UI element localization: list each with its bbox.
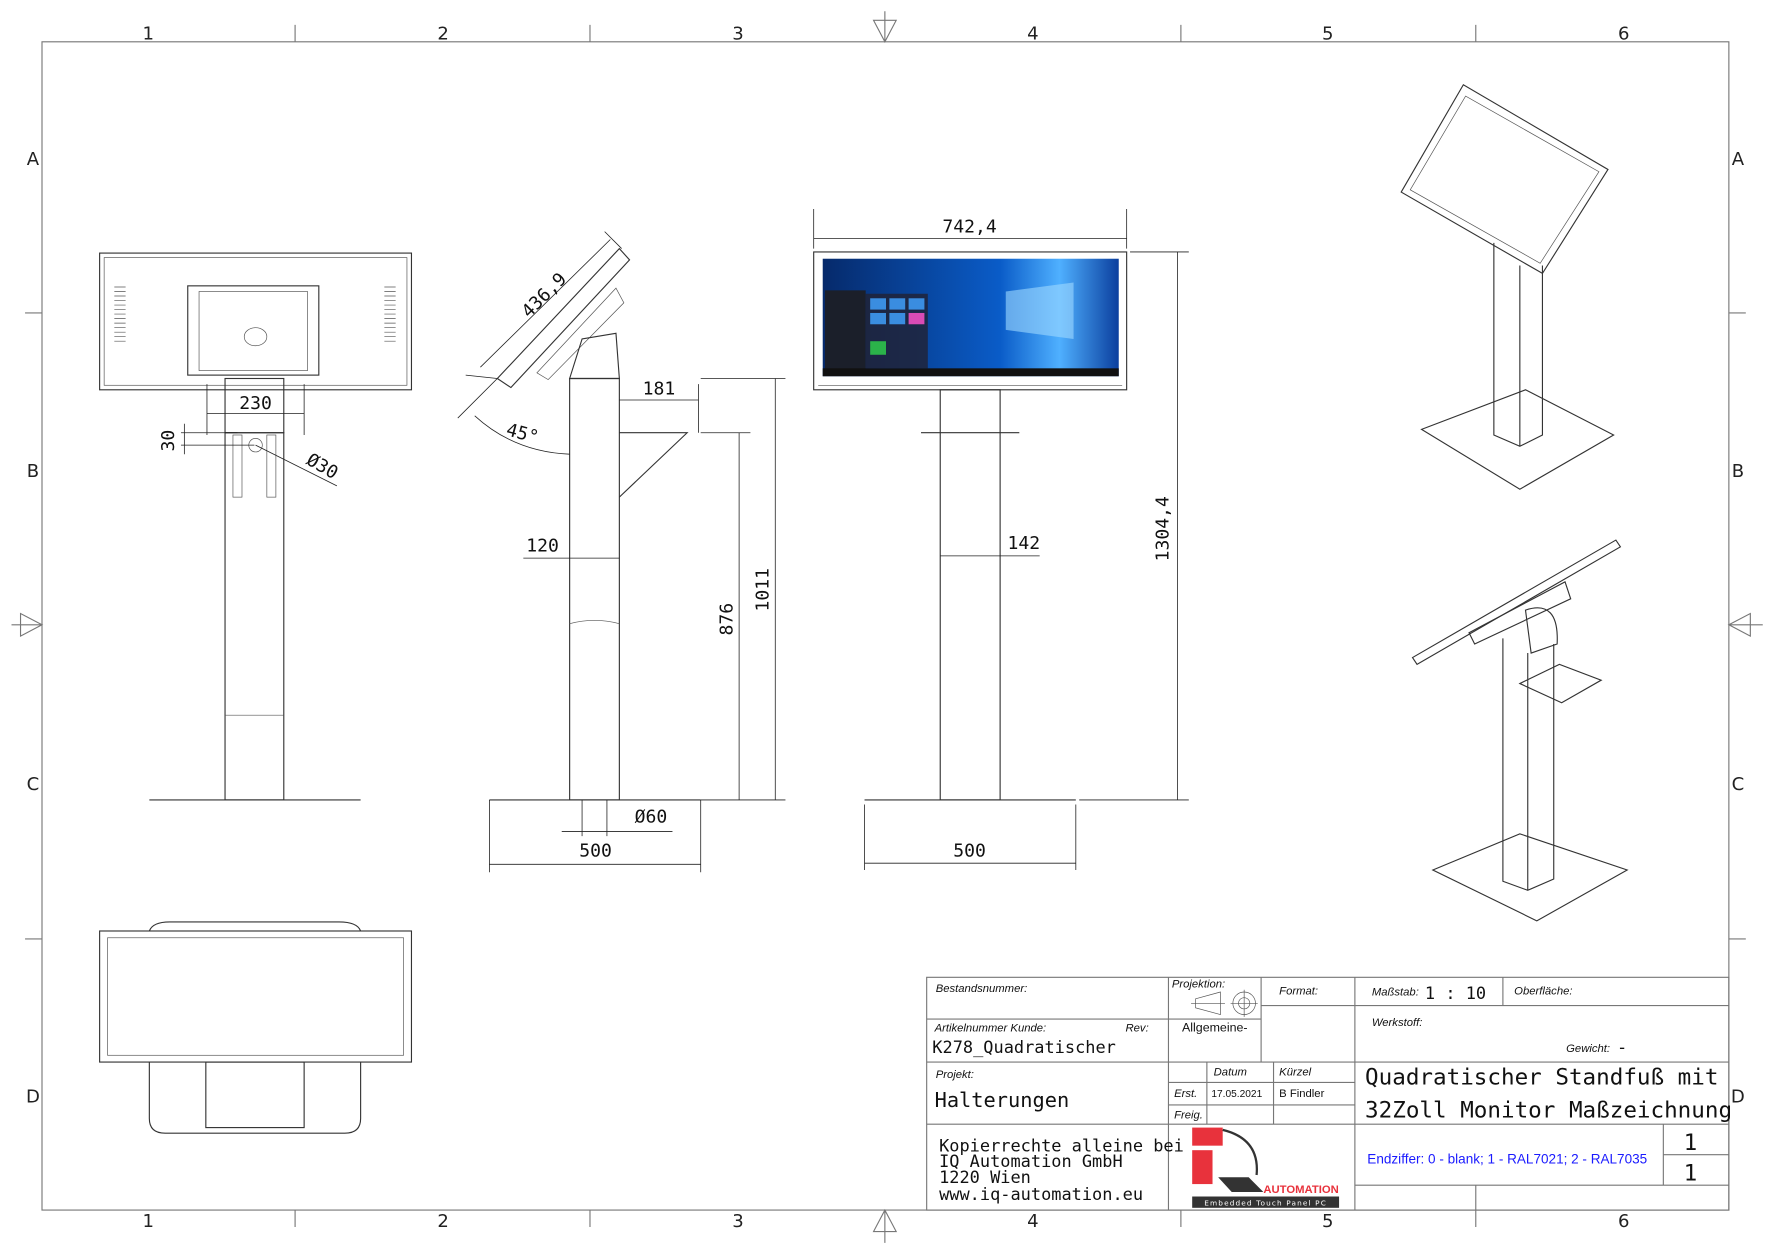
- dimension-label: 1304,4: [1152, 496, 1173, 561]
- side-view-dimensions: 436,9 45° 181 120 1011 876 Ø60 500: [457, 231, 786, 873]
- column-label: 3: [732, 1211, 743, 1232]
- artikelnummer-label: Artikelnummer Kunde:: [934, 1023, 1047, 1035]
- dimension-label: 142: [1008, 533, 1041, 554]
- column-label: 6: [1618, 1211, 1630, 1232]
- row-label: B: [1732, 461, 1744, 482]
- row-label: A: [27, 149, 40, 170]
- row-label: C: [27, 774, 40, 795]
- sheet-count: 1: [1684, 1161, 1698, 1187]
- drawing-title-line1: Quadratischer Standfuß mit: [1365, 1065, 1718, 1091]
- format-label: Format:: [1279, 985, 1318, 997]
- dimension-label: 30: [158, 430, 179, 452]
- gewicht-value: -: [1617, 1037, 1627, 1057]
- rear-view: [99, 252, 413, 801]
- row-label: B: [27, 461, 39, 482]
- projekt-label: Projekt:: [936, 1069, 974, 1081]
- dimension-label: 45°: [504, 420, 541, 449]
- sheet-number: 1: [1684, 1130, 1698, 1156]
- iq-automation-logo: AUTOMATION Embedded Touch Panel PC: [1192, 1127, 1340, 1208]
- projection-symbol-icon: [1191, 989, 1258, 1017]
- isometric-view-front: [1400, 83, 1615, 490]
- column-label: 4: [1027, 24, 1038, 45]
- column-label: 2: [437, 24, 449, 45]
- dimension-label: 876: [716, 603, 737, 636]
- top-view: [99, 921, 413, 1134]
- row-label: D: [26, 1087, 40, 1108]
- title-block: Bestandsnummer: Projektion: Format: Maßs…: [926, 976, 1732, 1211]
- row-label: C: [1732, 774, 1745, 795]
- front-view: [813, 251, 1128, 801]
- freig-label: Freig.: [1174, 1110, 1203, 1122]
- dimension-label: 181: [643, 378, 676, 399]
- column-label: 1: [142, 1211, 154, 1232]
- projektion-label: Projektion:: [1172, 978, 1225, 990]
- column-label: 5: [1322, 24, 1334, 45]
- logo-subtitle: Embedded Touch Panel PC: [1204, 1199, 1327, 1208]
- dimension-label: 436,9: [518, 269, 571, 322]
- dimension-label: 230: [239, 393, 272, 414]
- front-view-dimensions: 742,4 142 1304,4 500: [813, 209, 1189, 870]
- drawing-frame: 1 2 3 4 5 6 1 2 3 4 5 6 A B C D A B C D: [11, 11, 1763, 1243]
- bestandsnummer-label: Bestandsnummer:: [936, 983, 1028, 995]
- dimension-label: 742,4: [942, 217, 996, 238]
- projekt-value: Halterungen: [935, 1088, 1070, 1112]
- massstab-label: Maßstab:: [1372, 986, 1419, 998]
- column-label: 5: [1322, 1211, 1334, 1232]
- dimension-label: 120: [526, 535, 559, 556]
- dimension-label: 1011: [752, 568, 773, 612]
- column-label: 4: [1027, 1211, 1038, 1232]
- dimension-label: 500: [579, 840, 612, 861]
- isometric-view-rear: [1411, 539, 1629, 922]
- oberflaeche-label: Oberfläche:: [1514, 985, 1572, 997]
- dimension-label: 500: [953, 840, 986, 861]
- gewicht-label: Gewicht:: [1566, 1043, 1610, 1055]
- drawing-title-line2: 32Zoll Monitor Maßzeichnung: [1365, 1097, 1732, 1123]
- copyright-line: 1220 Wien: [939, 1167, 1031, 1187]
- rev-label: Rev:: [1126, 1023, 1149, 1035]
- row-label: A: [1732, 149, 1745, 170]
- dimension-label: Ø30: [303, 449, 342, 483]
- massstab-value: 1 : 10: [1425, 983, 1486, 1003]
- logo-text: AUTOMATION: [1263, 1184, 1338, 1196]
- datum-label: Datum: [1214, 1067, 1247, 1079]
- artikelnummer-value: K278_Quadratischer: [932, 1037, 1116, 1057]
- column-label: 2: [437, 1211, 449, 1232]
- row-label: D: [1731, 1087, 1745, 1108]
- kuerzel-label: Kürzel: [1279, 1067, 1311, 1079]
- rear-view-dimensions: 230 30 Ø30: [158, 384, 342, 487]
- column-label: 3: [732, 24, 743, 45]
- side-view: [489, 247, 701, 801]
- column-label: 6: [1618, 24, 1630, 45]
- endziffer-note: Endziffer: 0 - blank; 1 - RAL7021; 2 - R…: [1367, 1152, 1647, 1167]
- allgemeine-label: Allgemeine-: [1182, 1021, 1248, 1035]
- copyright-line: IQ Automation GmbH: [939, 1151, 1123, 1171]
- column-label: 1: [142, 24, 154, 45]
- erst-datum: 17.05.2021: [1211, 1089, 1262, 1100]
- copyright-line: Kopierrechte alleine bei: [939, 1135, 1184, 1155]
- erst-kuerzel: B Findler: [1279, 1088, 1324, 1100]
- werkstoff-label: Werkstoff:: [1372, 1017, 1423, 1029]
- copyright-line: www.iq-automation.eu: [939, 1184, 1143, 1204]
- erst-label: Erst.: [1174, 1088, 1197, 1100]
- dimension-label: Ø60: [635, 807, 668, 828]
